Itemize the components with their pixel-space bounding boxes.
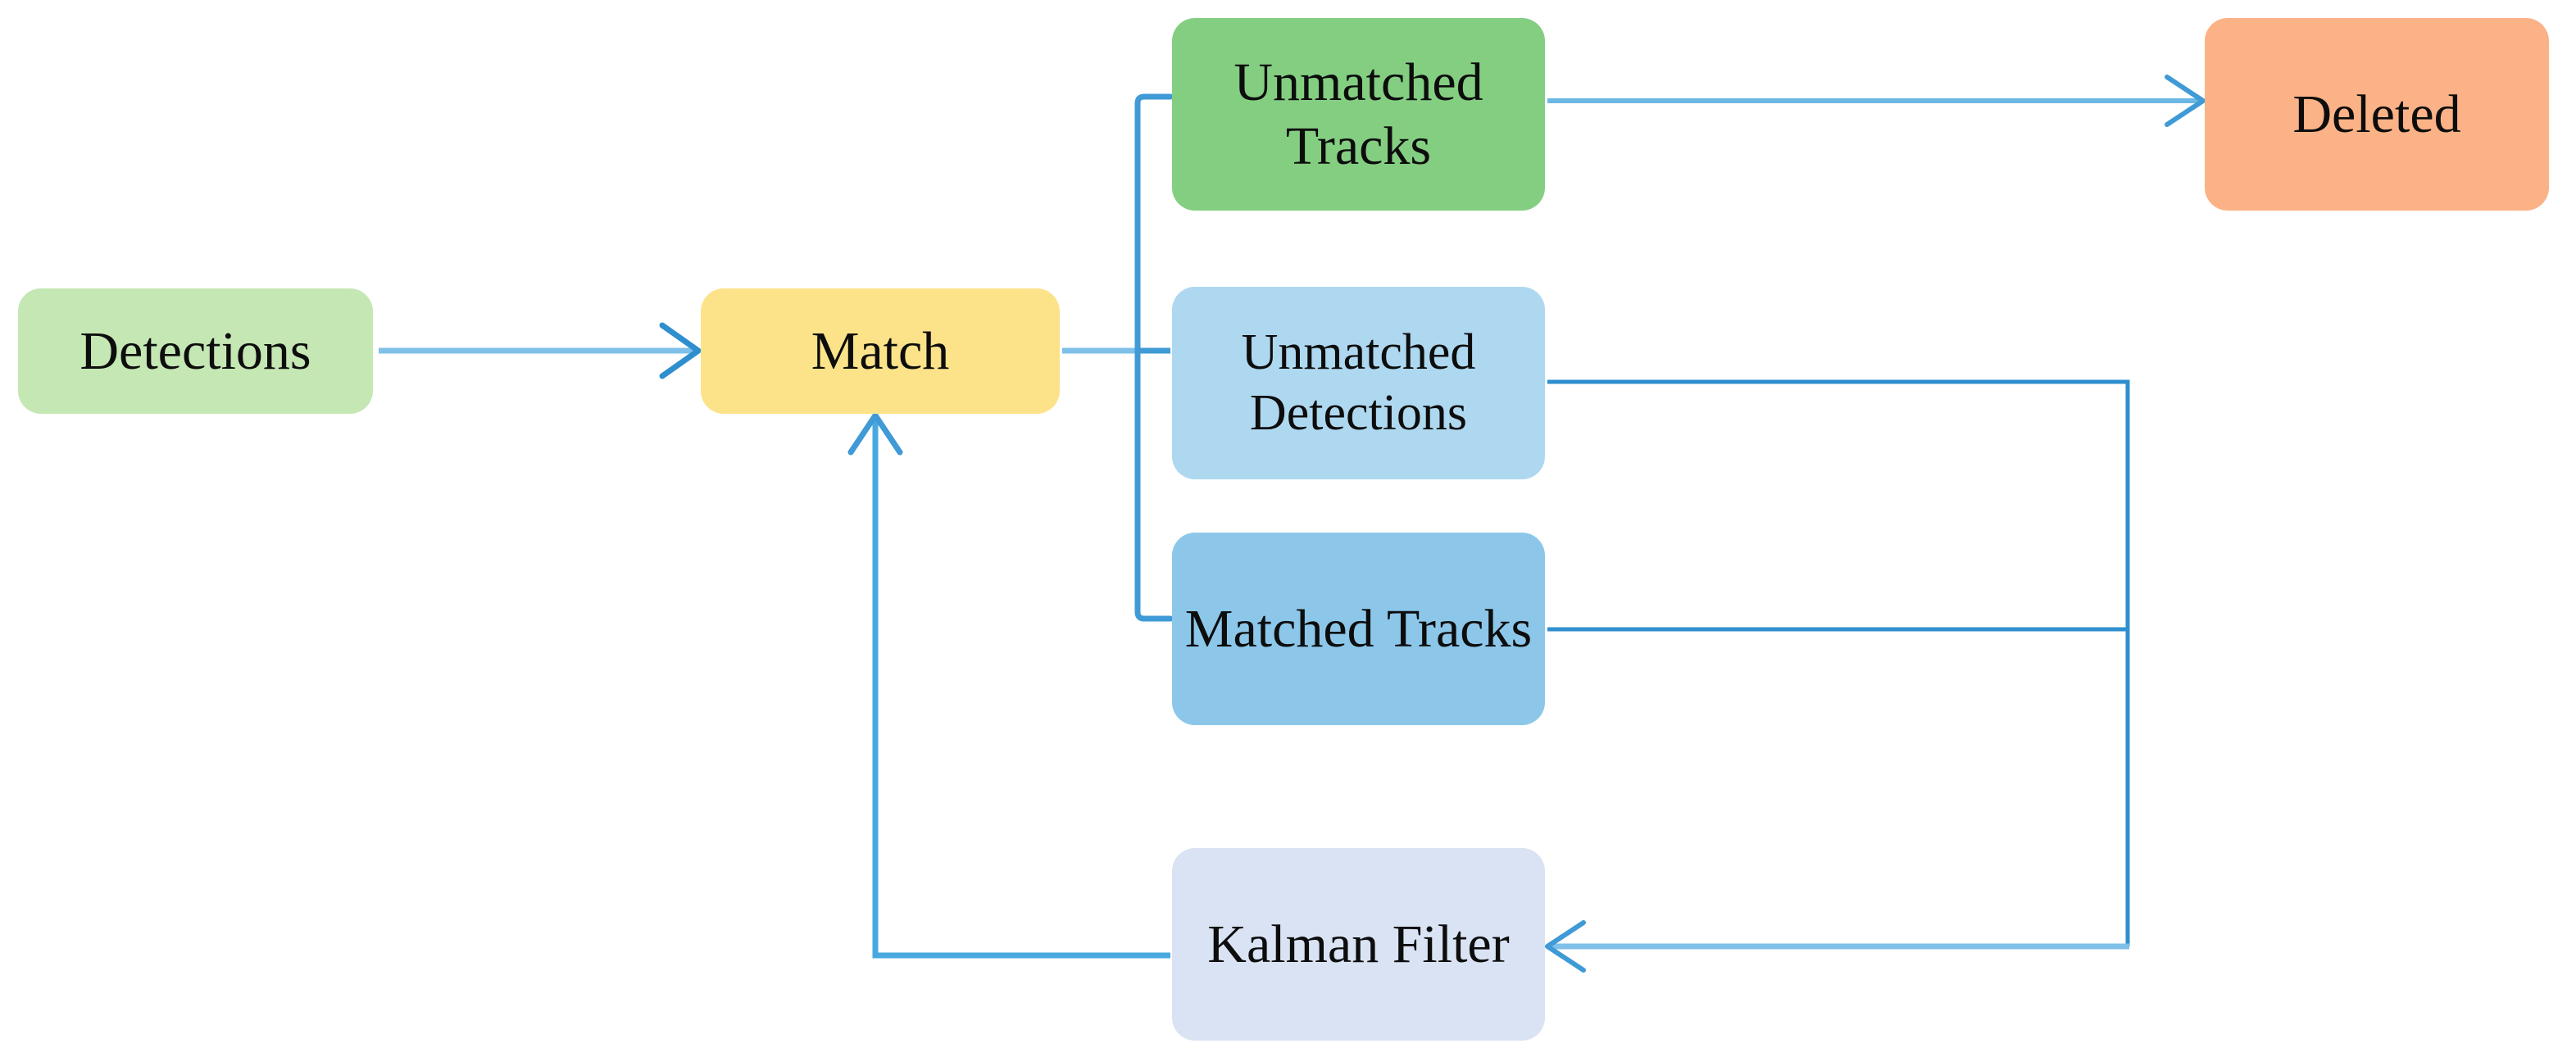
node-label-match: Match	[811, 320, 950, 381]
edge-kalman-filter-to-match	[847, 412, 1170, 959]
node-kalman-filter[interactable]: Kalman Filter	[1172, 848, 1545, 1041]
edge-rail-to-kalman-filter	[1545, 920, 2129, 973]
node-unmatched-tracks[interactable]: Unmatched Tracks	[1172, 18, 1545, 211]
split-bracket	[1134, 93, 1174, 622]
node-detections[interactable]: Detections	[18, 288, 373, 414]
edge-detections-to-match	[379, 322, 702, 379]
node-label-kalman-filter: Kalman Filter	[1207, 914, 1510, 974]
node-label-deleted: Deleted	[2292, 84, 2461, 144]
node-label-unmatched-detections: Unmatched Detections	[1241, 324, 1476, 441]
node-matched-tracks[interactable]: Matched Tracks	[1172, 533, 1545, 725]
node-label-detections: Detections	[80, 320, 311, 381]
node-label-matched-tracks: Matched Tracks	[1184, 598, 1533, 659]
node-unmatched-detections[interactable]: Unmatched Detections	[1172, 287, 1545, 479]
edge-unmatched-detections-to-kalman	[1547, 379, 2130, 946]
node-deleted[interactable]: Deleted	[2205, 18, 2549, 211]
node-match[interactable]: Match	[701, 288, 1060, 414]
edge-unmatched-tracks-to-deleted	[1547, 75, 2206, 127]
node-label-unmatched-tracks: Unmatched Tracks	[1233, 52, 1483, 176]
